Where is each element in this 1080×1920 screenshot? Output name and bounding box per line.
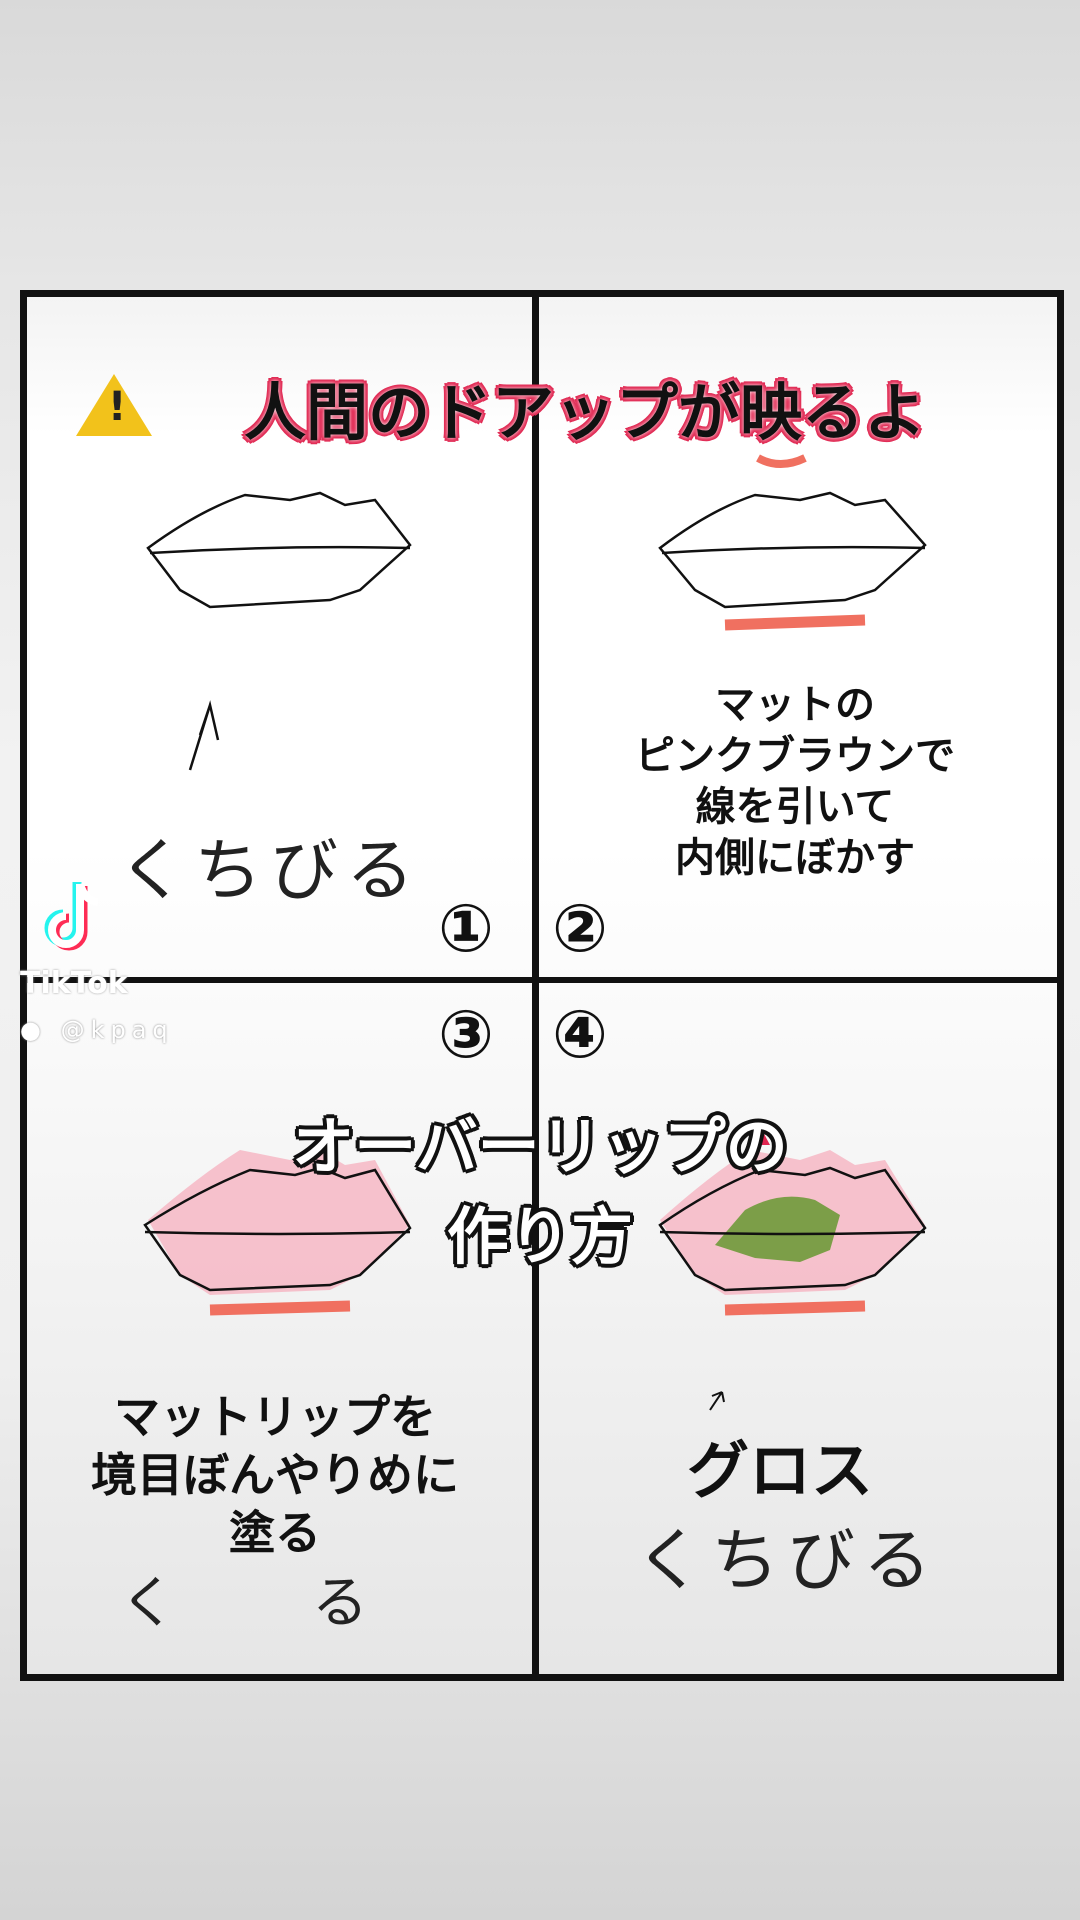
lips-panel-1	[146, 491, 412, 609]
gloss-mark	[715, 1196, 840, 1262]
overlay-title-line-2: 作り方	[446, 1200, 633, 1273]
caption-line: マットの	[715, 682, 875, 728]
liner-top-panel-2	[756, 454, 807, 468]
page-title: 人間のドアップが映るよ	[243, 376, 926, 449]
tiktok-username: ● @kpaq	[20, 1016, 174, 1044]
handwriting-panel-1: くちびる	[118, 832, 423, 911]
handwriting-panel-3: く る	[120, 1571, 376, 1636]
tiktok-brand: TikTok	[20, 966, 128, 1001]
caption-line: マットリップを	[114, 1390, 436, 1444]
caption-line: 塗る	[229, 1506, 321, 1560]
username-text: @kpaq	[60, 1016, 174, 1044]
number-3: ③	[438, 996, 494, 1073]
caption-line: 境目ぼんやりめに	[91, 1448, 459, 1502]
overlay-title-line-1: オーバーリップの	[292, 1110, 788, 1183]
arrow-panel-4	[709, 1391, 725, 1411]
number-1: ①	[438, 890, 494, 967]
lips-panel-2	[658, 491, 927, 609]
number-4: ④	[552, 996, 608, 1073]
caption-line: ピンクブラウンで	[635, 733, 955, 779]
warning-icon: !	[76, 374, 152, 436]
caption-panel-3: マットリップを 境目ぼんやりめに 塗る	[30, 1388, 520, 1562]
arrow-panel-1	[188, 700, 220, 771]
caption-line: 内側にぼかす	[675, 835, 915, 881]
caption-panel-2: マットの ピンクブラウンで 線を引いて 内側にぼかす	[560, 680, 1030, 884]
liner-bottom-panel-2	[724, 614, 866, 631]
horizontal-divider	[20, 977, 1060, 983]
number-2: ②	[552, 890, 608, 967]
lips-panel-4	[658, 1130, 927, 1316]
handwriting-panel-4: くちびる	[635, 1522, 940, 1601]
lips-panel-3	[143, 1150, 412, 1316]
four-panel-frame	[20, 290, 1064, 1681]
tiktok-logo-icon	[44, 882, 99, 951]
caption-line: 線を引いて	[695, 784, 895, 830]
caption-panel-4: グロス	[686, 1434, 873, 1507]
user-icon: ●	[20, 1016, 47, 1044]
